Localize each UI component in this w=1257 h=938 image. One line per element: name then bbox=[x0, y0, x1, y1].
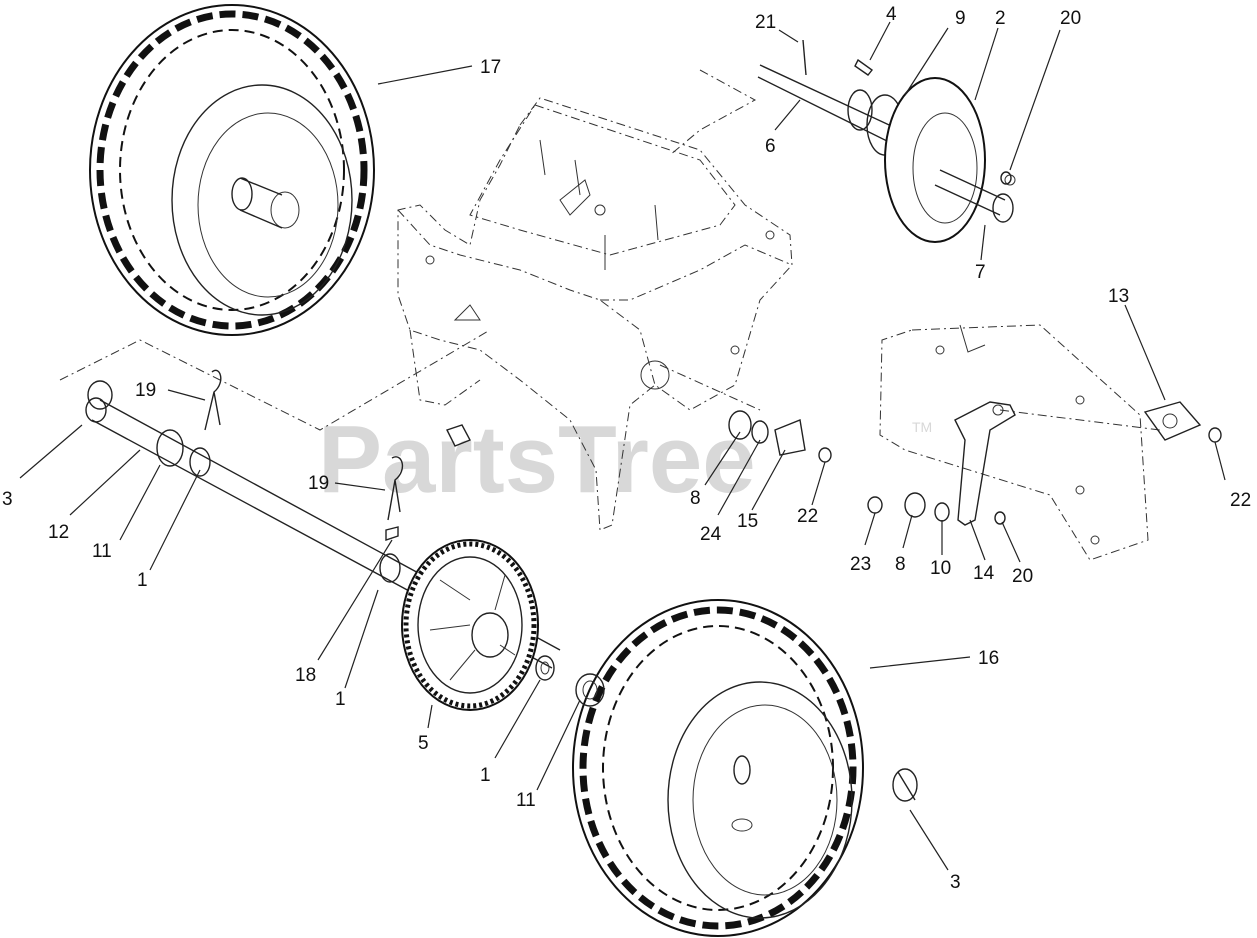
key-18 bbox=[385, 526, 399, 541]
lynch-pin-3-upper bbox=[87, 380, 113, 410]
hairpin-19-upper bbox=[204, 369, 222, 431]
lever-14 bbox=[954, 401, 1016, 526]
leader-lines bbox=[19, 21, 1226, 871]
callout-20-upper: 20 bbox=[1060, 8, 1081, 29]
callout-14: 14 bbox=[973, 563, 995, 584]
callout-22-center: 22 bbox=[797, 506, 818, 527]
gear-5 bbox=[401, 539, 539, 711]
washer-1-lower bbox=[535, 655, 555, 681]
reference-lines bbox=[59, 69, 1161, 431]
bushing-11-lower bbox=[575, 673, 605, 707]
callout-10: 10 bbox=[930, 558, 951, 579]
callout-23: 23 bbox=[850, 554, 871, 575]
callout-3-upper: 3 bbox=[2, 489, 13, 510]
callout-17: 17 bbox=[480, 57, 501, 78]
callout-3-lower: 3 bbox=[950, 872, 961, 893]
drive-shaft-assembly bbox=[757, 39, 1016, 243]
callout-11-upper: 11 bbox=[92, 541, 112, 562]
callout-11-lower: 11 bbox=[516, 790, 536, 811]
callout-15: 15 bbox=[737, 511, 758, 532]
callout-22-right: 22 bbox=[1230, 490, 1251, 511]
callout-19-upper: 19 bbox=[135, 380, 156, 401]
callout-6: 6 bbox=[765, 136, 776, 157]
callout-8-center: 8 bbox=[690, 488, 701, 509]
side-plate bbox=[879, 324, 1149, 561]
callout-2: 2 bbox=[995, 8, 1006, 29]
callout-labels: 21 4 9 2 20 17 6 7 13 19 3 12 11 1 19 8 … bbox=[2, 4, 1251, 893]
callout-21: 21 bbox=[755, 12, 776, 33]
callout-1-gear: 1 bbox=[335, 689, 346, 710]
callout-4: 4 bbox=[886, 4, 897, 25]
bracket-13 bbox=[1143, 401, 1202, 441]
callout-7: 7 bbox=[975, 262, 986, 283]
wheel-17 bbox=[89, 4, 375, 336]
callout-16: 16 bbox=[978, 648, 999, 669]
callout-9: 9 bbox=[955, 8, 966, 29]
callout-12: 12 bbox=[48, 522, 69, 543]
hairpin-19-lower bbox=[387, 456, 404, 521]
callout-1-washer: 1 bbox=[480, 765, 491, 786]
callout-20-lower: 20 bbox=[1012, 566, 1033, 587]
callout-13: 13 bbox=[1108, 286, 1129, 307]
callout-5: 5 bbox=[418, 733, 429, 754]
watermark-trademark: TM bbox=[912, 419, 932, 435]
callout-1-left: 1 bbox=[137, 570, 148, 591]
callout-24: 24 bbox=[700, 524, 722, 545]
callout-19-lower: 19 bbox=[308, 473, 329, 494]
callout-8-right: 8 bbox=[895, 554, 906, 575]
callout-18: 18 bbox=[295, 665, 316, 686]
watermark-text: PartsTree bbox=[318, 406, 756, 513]
lynch-pin-3-lower bbox=[892, 768, 918, 802]
wheel-16 bbox=[572, 599, 864, 937]
frame-housing bbox=[397, 97, 793, 531]
